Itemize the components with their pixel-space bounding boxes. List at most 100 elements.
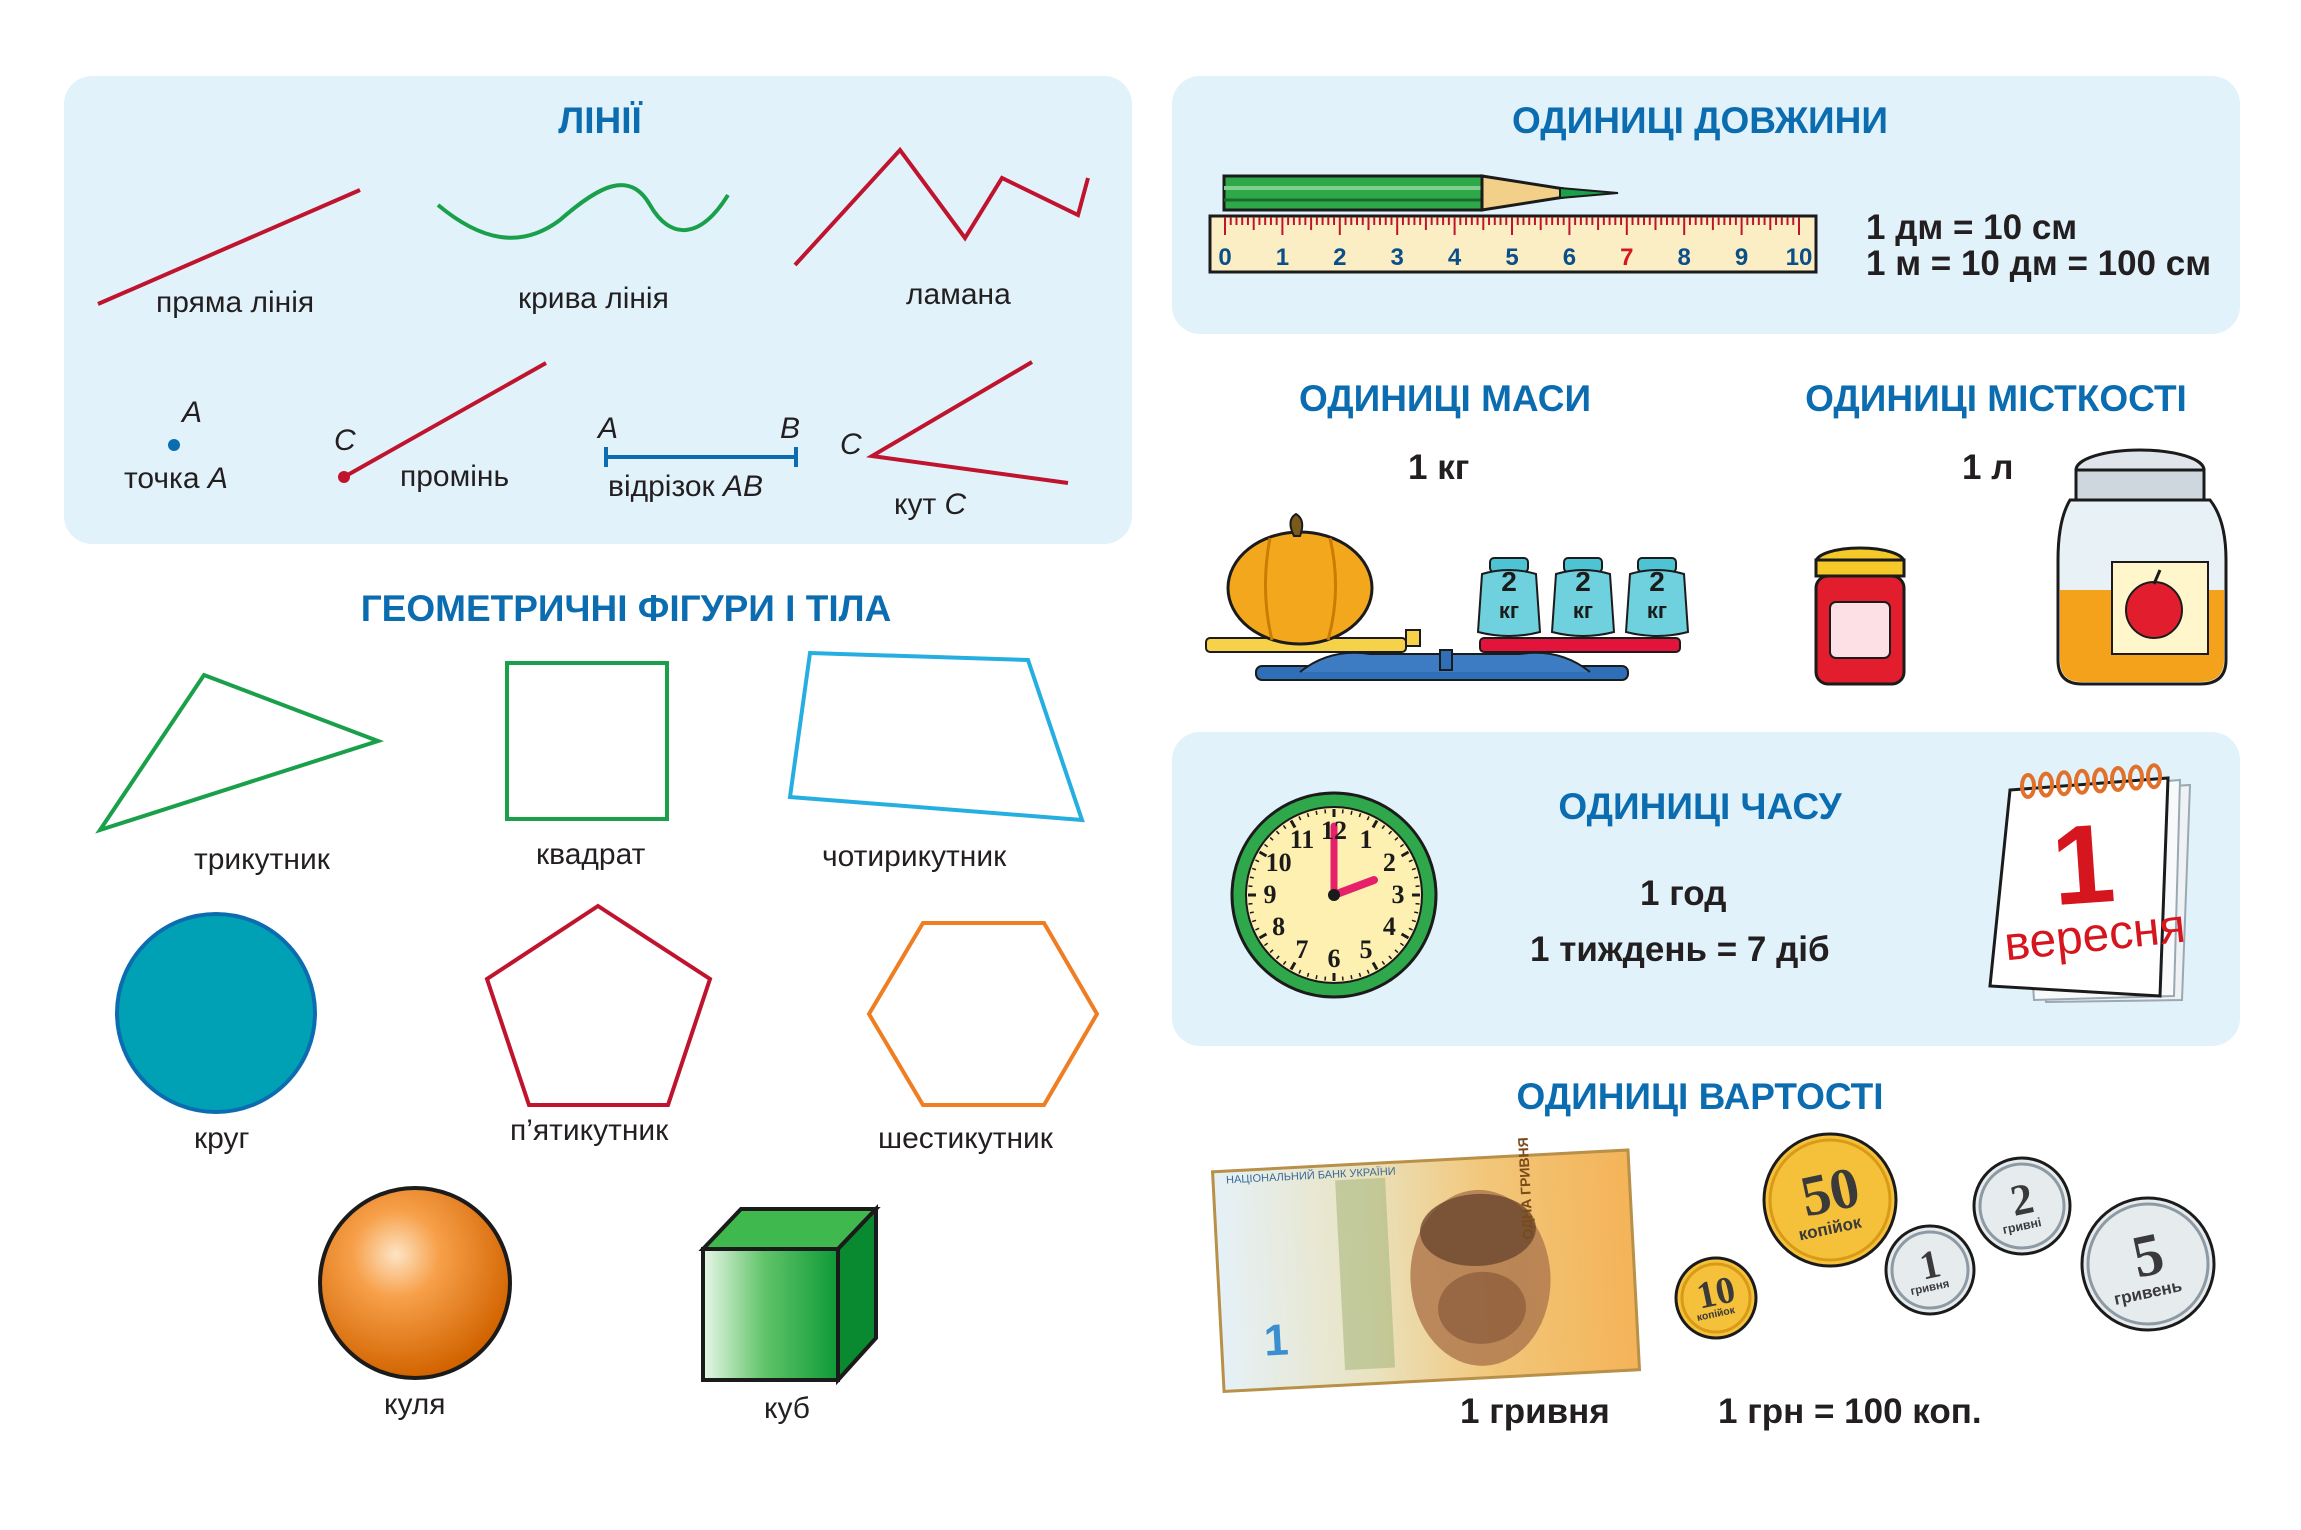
ruler-tick-label: 5 — [1505, 244, 1519, 271]
ruler-tick-label: 7 — [1620, 244, 1634, 271]
angle-label: кут C — [894, 488, 966, 522]
segment-text: відрізок — [608, 470, 724, 503]
weight-unit: кг — [1646, 598, 1668, 623]
clock-number: 1 — [1359, 824, 1373, 854]
pencil-lead — [1559, 186, 1619, 200]
time-eq1: 1 год — [1640, 874, 1727, 913]
banknote-value: 1 — [1262, 1315, 1290, 1366]
ruler-tick-label: 0 — [1218, 244, 1232, 271]
coin-5 — [2080, 1196, 2216, 1332]
curved-line-label: крива лінія — [518, 282, 669, 315]
point-text: точка — [124, 462, 208, 495]
square-shape — [505, 661, 669, 821]
cube-label: куб — [764, 1392, 810, 1425]
angle-text: кут — [894, 488, 945, 521]
lines-title: ЛІНІЇ — [558, 100, 642, 141]
curved-line — [436, 183, 730, 240]
ruler-tick-label: 1 — [1275, 244, 1290, 271]
segment-name: AB — [723, 470, 764, 503]
point-dot — [168, 439, 180, 451]
pentagon-shape — [484, 903, 713, 1107]
weight-number: 2 — [1649, 566, 1665, 597]
ruler-tick-label: 9 — [1734, 244, 1749, 271]
segment-letter-a: A — [598, 412, 619, 445]
broken-line — [793, 146, 1090, 267]
clock-number: 12 — [1321, 816, 1347, 845]
square-label: квадрат — [536, 838, 646, 871]
ruler-ticks — [1224, 217, 1800, 235]
angle-letter: C — [840, 428, 862, 461]
angle-lines — [866, 360, 1069, 485]
weight-2kg — [1550, 557, 1616, 637]
coin-50 — [1762, 1132, 1898, 1268]
ruler-tick-label: 8 — [1677, 244, 1691, 271]
clock-number: 11 — [1289, 824, 1315, 854]
circle-label: круг — [194, 1122, 250, 1155]
circle-shape — [115, 912, 317, 1114]
mass-title: ОДИНИЦІ МАСИ — [1298, 378, 1592, 419]
time-title: ОДИНИЦІ ЧАСУ — [1558, 786, 1842, 827]
quadrilateral-label: чотирикутник — [822, 840, 1007, 873]
banknote-label: 1 гривня — [1460, 1392, 1610, 1431]
straight-line — [97, 188, 361, 306]
pencil-wood — [1480, 174, 1591, 212]
length-eq1: 1 дм = 10 см — [1866, 208, 2078, 247]
ray-line — [343, 361, 547, 479]
money-eq: 1 грн = 100 коп. — [1718, 1392, 1982, 1431]
mass-value: 1 кг — [1408, 448, 1470, 487]
clock-number: 7 — [1295, 935, 1309, 965]
point-letter: A — [182, 396, 203, 429]
shapes-title: ГЕОМЕТРИЧНІ ФІГУРИ І ТІЛА — [360, 588, 892, 629]
point-name: A — [207, 462, 228, 495]
segment-letter-b: B — [780, 412, 801, 445]
ray-letter: C — [334, 424, 356, 457]
broken-line-label: ламана — [906, 278, 1011, 311]
triangle-label: трикутник — [194, 843, 330, 876]
capacity-title: ОДИНИЦІ МІСТКОСТІ — [1805, 378, 2187, 419]
sphere-label: куля — [384, 1388, 446, 1421]
ruler-tick-label: 4 — [1447, 244, 1462, 271]
ruler-tick-label: 10 — [1785, 244, 1813, 271]
clock-hour-hand — [1330, 876, 1378, 899]
weight-unit: кг — [1572, 598, 1594, 623]
clock-number: 3 — [1391, 880, 1405, 909]
cube-front — [701, 1247, 840, 1382]
weight-number: 2 — [1501, 566, 1517, 597]
triangle-shape — [95, 672, 385, 834]
clock-number: 6 — [1327, 944, 1341, 973]
ruler-tick-label: 3 — [1390, 244, 1404, 271]
capacity-value: 1 л — [1962, 448, 2014, 487]
weight-number: 2 — [1575, 566, 1591, 597]
hexagon-shape — [866, 921, 1100, 1107]
ray-label: промінь — [400, 460, 510, 493]
money-title: ОДИНИЦІ ВАРТОСТІ — [1516, 1076, 1884, 1117]
pentagon-label: п’ятикутник — [510, 1114, 669, 1147]
sphere-shape — [318, 1186, 512, 1380]
ruler-tick-label: 2 — [1333, 244, 1347, 271]
coin-1 — [1884, 1224, 1976, 1316]
coin-10 — [1674, 1256, 1758, 1340]
angle-name: C — [944, 488, 967, 521]
weight-2kg — [1476, 557, 1542, 637]
clock-number: 2 — [1382, 848, 1396, 877]
time-eq2: 1 тиждень = 7 діб — [1530, 930, 1830, 969]
length-eq2: 1 м = 10 дм = 100 см — [1866, 244, 2212, 283]
clock-number: 4 — [1382, 912, 1396, 941]
quadrilateral-shape — [787, 650, 1085, 823]
point-label: точка A — [124, 462, 228, 496]
length-title: ОДИНИЦІ ДОВЖИНИ — [1512, 100, 1888, 141]
clock-number: 10 — [1265, 848, 1292, 877]
weight-unit: кг — [1498, 598, 1520, 623]
segment-label: відрізок AB — [608, 470, 763, 504]
clock-number: 9 — [1263, 880, 1277, 909]
clock-number: 5 — [1359, 935, 1373, 965]
weight-2kg — [1624, 557, 1690, 637]
coin-2 — [1972, 1156, 2072, 1256]
